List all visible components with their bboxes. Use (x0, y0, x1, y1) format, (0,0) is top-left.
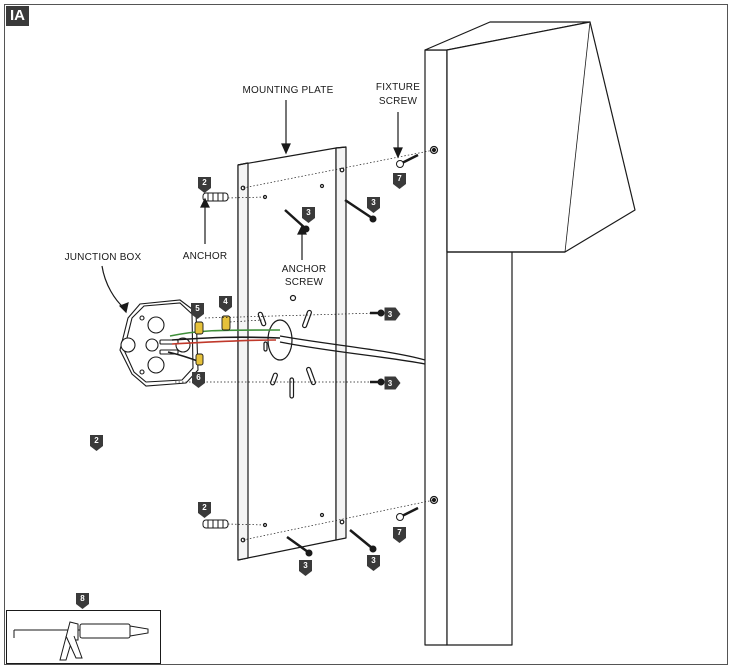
step-tag: 3 (367, 197, 380, 213)
step-tag: 7 (393, 527, 406, 543)
step-tag: 3 (299, 560, 312, 576)
anchor-screw-label-line1: ANCHOR (281, 264, 327, 275)
wires (167, 329, 426, 365)
anchor-screw-label-line2: SCREW (284, 277, 324, 288)
step-tag: 7 (393, 173, 406, 189)
section-label: IA (6, 6, 29, 26)
anchor-bottom (202, 519, 229, 529)
step-tag: 4 (219, 296, 232, 312)
step-tag: 2 (198, 177, 211, 193)
step-tag: 2 (198, 502, 211, 518)
alignment-lines (175, 149, 435, 541)
mounting-plate (237, 146, 347, 561)
junction-box-label: JUNCTION BOX (64, 252, 142, 263)
caulk-gun-inset (6, 610, 161, 664)
fixture-screw-label-line1: FIXTURE (375, 82, 421, 93)
step-tag: 3 (384, 376, 401, 390)
diagram-border (4, 4, 728, 665)
anchor-top (202, 192, 229, 202)
mounting-plate-label: MOUNTING PLATE (242, 85, 334, 96)
hardware (202, 153, 419, 557)
step-tag: 5 (191, 303, 204, 319)
step-tag: 2 (90, 435, 103, 451)
junction-box (119, 299, 199, 387)
step-tag: 3 (384, 307, 401, 321)
fixture-screw-label-line2: SCREW (378, 96, 418, 107)
wire-nuts (194, 315, 231, 366)
light-fixture (424, 21, 636, 646)
step-tag: 3 (302, 207, 315, 223)
leader-lines (101, 100, 403, 314)
step-tag: 3 (367, 555, 380, 571)
step-tag: 8 (76, 593, 89, 609)
step-tag: 6 (192, 372, 205, 388)
anchor-label: ANCHOR (182, 251, 228, 262)
